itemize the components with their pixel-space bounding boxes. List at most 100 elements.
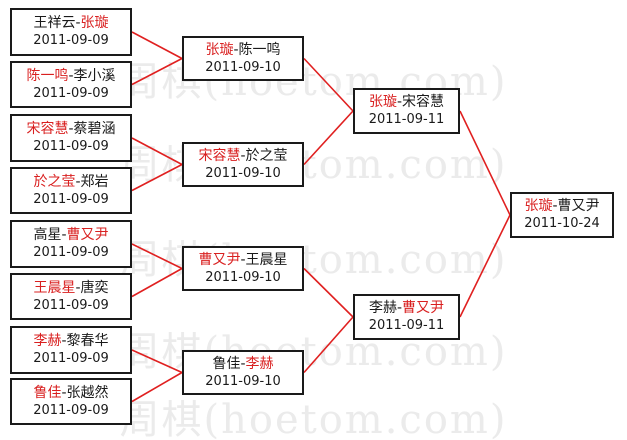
player-a-name: 高星 xyxy=(33,227,62,243)
match-date: 2011-09-10 xyxy=(205,373,281,389)
match-date: 2011-09-09 xyxy=(33,85,109,101)
player-a-name: 陈一鸣 xyxy=(26,67,69,84)
versus-dash: - xyxy=(68,121,74,137)
player-b-name: 张越然 xyxy=(66,384,109,401)
connector-r2m3-to-r3m2 xyxy=(303,267,354,318)
match-players: 张璇-曹又尹 xyxy=(524,197,599,215)
match-players: 张璇-陈一鸣 xyxy=(205,41,280,59)
match-date: 2011-09-09 xyxy=(33,33,109,48)
versus-dash: - xyxy=(240,251,246,268)
connector-r1m2-to-r2m1 xyxy=(131,57,183,86)
connector-r1m6-to-r2m3 xyxy=(131,267,183,298)
versus-dash: - xyxy=(552,198,558,214)
player-a-name: 王晨星 xyxy=(33,279,76,296)
match-players: 李赫-曹又尹 xyxy=(369,299,444,317)
connector-r2m4-to-r3m2 xyxy=(303,316,354,374)
match-date: 2011-09-11 xyxy=(368,318,445,333)
player-b-name: 曹又尹 xyxy=(402,300,445,316)
player-b-name: 宋容慧 xyxy=(402,94,445,110)
match-date: 2011-09-09 xyxy=(33,191,109,207)
match-players: 李赫-黎春华 xyxy=(33,332,108,350)
versus-dash: - xyxy=(233,41,239,58)
match-players: 曹又尹-王晨星 xyxy=(198,251,287,269)
player-b-name: 唐奕 xyxy=(80,279,109,296)
versus-dash: - xyxy=(240,355,246,372)
versus-dash: - xyxy=(68,67,74,84)
match-date: 2011-09-09 xyxy=(33,402,109,418)
connector-r3m2-to-final xyxy=(459,214,511,318)
connector-r1m5-to-r2m3 xyxy=(131,243,183,270)
player-a-name: 张璇 xyxy=(205,41,234,58)
player-b-name: 李赫 xyxy=(245,355,274,372)
player-b-name: 於之莹 xyxy=(245,147,288,164)
player-a-name: 李赫 xyxy=(368,300,397,316)
match-players: 宋容慧-蔡碧涵 xyxy=(26,120,115,138)
match-date: 2011-09-09 xyxy=(33,139,109,154)
versus-dash: - xyxy=(75,15,81,31)
player-a-name: 鲁佳 xyxy=(33,384,62,401)
match-date: 2011-09-09 xyxy=(33,245,109,260)
player-a-name: 宋容慧 xyxy=(26,121,69,137)
player-b-name: 蔡碧涵 xyxy=(73,121,116,137)
connector-r3m1-to-final xyxy=(459,110,511,216)
player-b-name: 曹又尹 xyxy=(557,198,600,214)
player-a-name: 宋容慧 xyxy=(198,147,241,164)
versus-dash: - xyxy=(240,147,246,164)
match-date: 2011-09-10 xyxy=(205,269,281,285)
player-b-name: 张璇 xyxy=(80,15,109,31)
match-players: 鲁佳-张越然 xyxy=(33,384,108,402)
player-b-name: 曹又尹 xyxy=(66,227,109,243)
player-a-name: 王祥云 xyxy=(33,15,76,31)
match-date: 2011-09-10 xyxy=(205,165,281,181)
connector-r1m8-to-r2m4 xyxy=(131,371,183,403)
player-a-name: 鲁佳 xyxy=(212,355,241,372)
match-players: 王晨星-唐奕 xyxy=(33,279,108,297)
match-players: 张璇-宋容慧 xyxy=(369,93,444,111)
player-a-name: 曹又尹 xyxy=(198,251,241,268)
match-players: 於之莹-郑岩 xyxy=(33,173,108,191)
match-date: 2011-09-10 xyxy=(205,59,281,75)
match-date: 2011-10-24 xyxy=(524,216,600,231)
match-date: 2011-09-09 xyxy=(33,297,109,313)
player-b-name: 黎春华 xyxy=(66,333,109,349)
match-players: 王祥云-张璇 xyxy=(33,14,108,32)
versus-dash: - xyxy=(396,300,403,316)
connector-r1m3-to-r2m2 xyxy=(131,137,183,166)
versus-dash: - xyxy=(61,333,67,349)
player-b-name: 李小溪 xyxy=(73,67,116,84)
bracket-connector-lines xyxy=(131,31,511,403)
match-players: 高星-曹又尹 xyxy=(33,226,108,244)
bracket-canvas: 周棋(hoetom.com) 周棋(hoetom.com) 周棋(hoetom.… xyxy=(10,8,614,440)
versus-dash: - xyxy=(61,227,67,243)
player-b-name: 郑岩 xyxy=(80,173,109,190)
player-b-name: 王晨星 xyxy=(245,251,288,268)
connector-r1m4-to-r2m2 xyxy=(131,163,183,192)
match-date: 2011-09-09 xyxy=(33,351,109,366)
connector-r2m2-to-r3m1 xyxy=(303,110,354,166)
connector-r2m1-to-r3m1 xyxy=(303,57,354,112)
match-date: 2011-09-11 xyxy=(368,112,445,127)
player-a-name: 於之莹 xyxy=(33,173,76,190)
versus-dash: - xyxy=(396,94,403,110)
versus-dash: - xyxy=(75,279,81,296)
match-players: 宋容慧-於之莹 xyxy=(198,147,287,165)
match-players: 鲁佳-李赫 xyxy=(212,355,273,373)
versus-dash: - xyxy=(75,173,81,190)
player-a-name: 张璇 xyxy=(368,94,397,110)
player-a-name: 李赫 xyxy=(33,333,62,349)
connector-r1m7-to-r2m4 xyxy=(131,349,183,374)
